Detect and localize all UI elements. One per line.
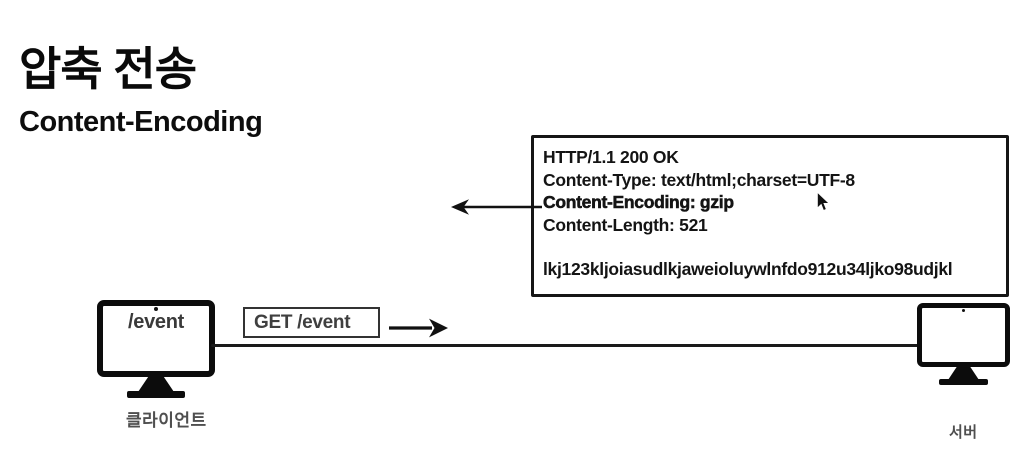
arrow-right-icon [389, 318, 448, 338]
client-screen-label: /event [127, 311, 184, 333]
request-box: GET /event [243, 307, 380, 338]
response-content-type: Content-Type: text/html;charset=UTF-8 [543, 169, 855, 190]
monitor-base [939, 379, 988, 385]
monitor-stand [138, 376, 174, 392]
client-screen: /event [97, 300, 215, 377]
client-computer: /event [97, 300, 215, 400]
server-screen [917, 303, 1010, 367]
monitor-stand [948, 366, 979, 380]
response-body: lkj123kljoiasudlkjaweioluywlnfdo912u34lj… [543, 259, 953, 280]
http-response-box: HTTP/1.1 200 OK Content-Type: text/html;… [531, 135, 1009, 297]
camera-dot [962, 309, 965, 312]
page-title: 압축 전송 [19, 42, 197, 95]
connection-line [211, 344, 919, 347]
response-content-encoding: Content-Encoding: gzip [543, 192, 735, 213]
response-content-length: Content-Length: 521 [543, 214, 708, 235]
request-label: GET /event [254, 312, 351, 333]
response-status-line: HTTP/1.1 200 OK [543, 147, 679, 167]
server-computer [917, 303, 1010, 393]
server-caption: 서버 [949, 424, 978, 441]
monitor-base [127, 391, 185, 398]
arrow-left-icon [451, 199, 542, 215]
client-caption: 클라이언트 [126, 411, 207, 430]
mouse-pointer-icon [817, 192, 830, 211]
camera-dot [154, 307, 158, 311]
page-subtitle: Content-Encoding [19, 106, 263, 139]
